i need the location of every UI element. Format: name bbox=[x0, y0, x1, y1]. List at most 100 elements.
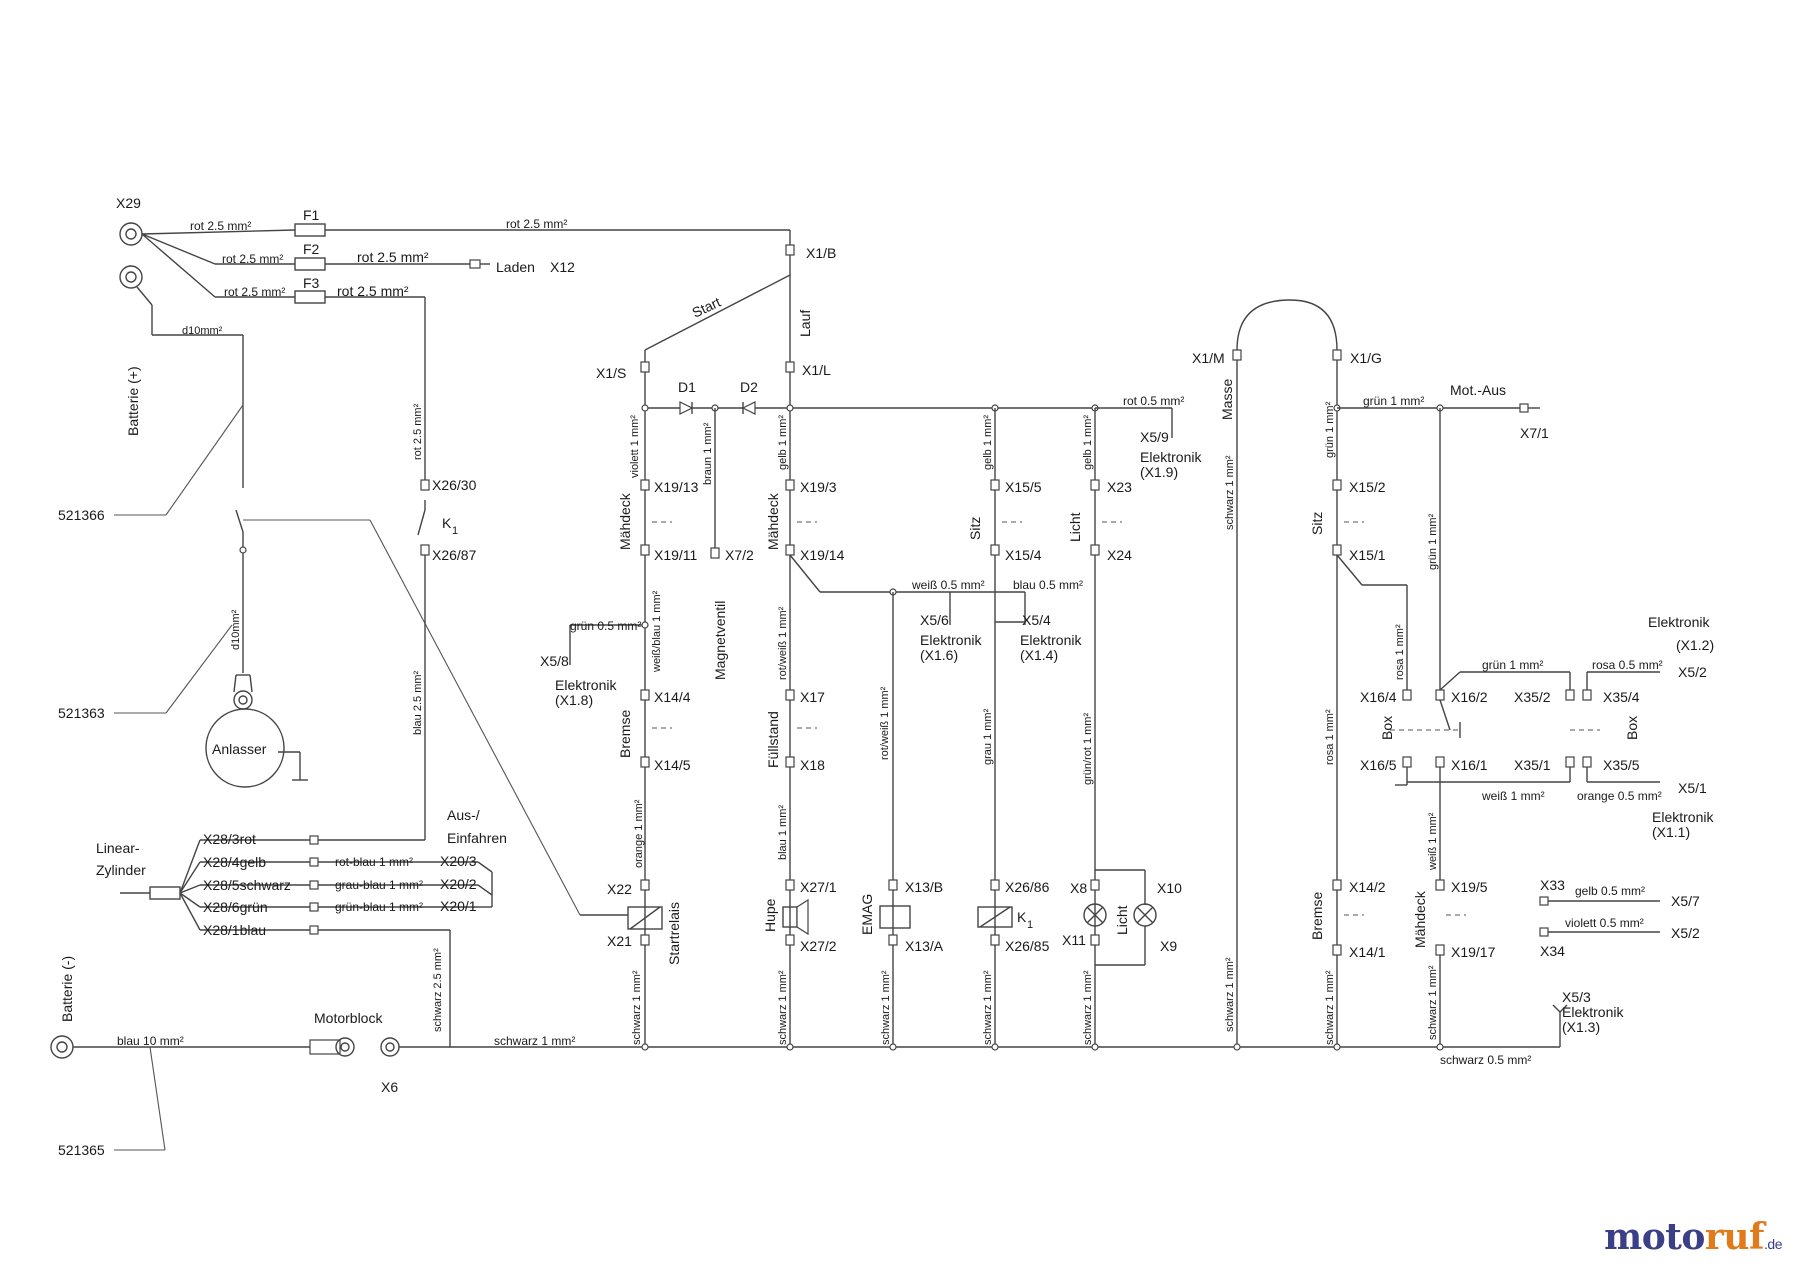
label-x23: X23 bbox=[1107, 479, 1132, 495]
label-bremse-2: Bremse bbox=[1309, 892, 1325, 940]
label-x19-3: X19/3 bbox=[800, 479, 837, 495]
label-x15-1: X15/1 bbox=[1349, 547, 1386, 563]
column-box-maehdeck: grün 1 mm² X16/4 X16/2 Box X16/5 X16/1 g… bbox=[1360, 404, 1714, 1051]
label-elektronik-x14: Elektronik bbox=[1020, 632, 1082, 648]
wire-label-gruen1-top: grün 1 mm² bbox=[1363, 394, 1424, 408]
ground-bus: Batterie (-) blau 10 mm² Motorblock X6 s… bbox=[50, 956, 1568, 1158]
label-x16-2: X16/2 bbox=[1451, 689, 1488, 705]
label-x18p: (X1.8) bbox=[555, 692, 593, 708]
label-x1m: X1/M bbox=[1192, 350, 1225, 366]
fuse-f2 bbox=[294, 257, 326, 271]
column-maehdeck-2: gelb 1 mm² X19/3 X19/14 Mähdeck rot/weiß… bbox=[762, 415, 1025, 1051]
label-x15-2: X15/2 bbox=[1349, 479, 1386, 495]
label-x1g: X1/G bbox=[1350, 350, 1382, 366]
wire-label-rot05: rot 0.5 mm² bbox=[1123, 394, 1184, 408]
wire-label-rot25-b: rot 2.5 mm² bbox=[222, 252, 283, 266]
wire-label-schwarz1-c5: schwarz 1 mm² bbox=[1082, 970, 1094, 1045]
label-x5-1: X5/1 bbox=[1678, 780, 1707, 796]
wire-label-rosa1-a: rosa 1 mm² bbox=[1394, 624, 1406, 680]
label-x19p: (X1.9) bbox=[1140, 464, 1178, 480]
label-x5-7: X5/7 bbox=[1671, 893, 1700, 909]
fuse-f1 bbox=[294, 223, 326, 237]
label-x5-3: X5/3 bbox=[1562, 989, 1591, 1005]
wire-label-weiss05: weiß 0.5 mm² bbox=[911, 578, 985, 592]
wire-label-schwarz25: schwarz 2.5 mm² bbox=[432, 948, 444, 1032]
label-x19-11: X19/11 bbox=[654, 547, 698, 563]
wire-label-graublau: grau-blau 1 mm² bbox=[335, 878, 423, 892]
label-x13a: X13/A bbox=[905, 938, 944, 954]
label-k1-coil-sub: 1 bbox=[1027, 919, 1033, 931]
column-emag: weiß 0.5 mm² blau 0.5 mm² X5/6 Elektroni… bbox=[859, 578, 1083, 1051]
label-batterie-plus: Batterie (+) bbox=[125, 366, 141, 436]
label-x10: X10 bbox=[1157, 880, 1182, 896]
label-x12p: (X1.2) bbox=[1676, 637, 1714, 653]
label-fuellstand: Füllstand bbox=[765, 711, 781, 768]
label-x35-2: X35/2 bbox=[1514, 689, 1551, 705]
label-startrelais: Startrelais bbox=[666, 902, 682, 965]
label-x26-86: X26/86 bbox=[1005, 879, 1050, 895]
wire-label-rotweiss-emag: rot/weiß 1 mm² bbox=[879, 686, 891, 760]
label-x28-6: X28/6grün bbox=[203, 899, 268, 915]
label-elektronik-x11: Elektronik bbox=[1652, 809, 1714, 825]
label-x27-1: X27/1 bbox=[800, 879, 837, 895]
brand-logo: motoruf.de bbox=[1604, 1216, 1782, 1258]
label-x1s: X1/S bbox=[596, 365, 626, 381]
wire-label-gruen1-sitz: grün 1 mm² bbox=[1324, 401, 1336, 458]
wire-label-schwarz1-c3: schwarz 1 mm² bbox=[880, 970, 892, 1045]
label-x14-4: X14/4 bbox=[654, 689, 691, 705]
relay-k1-main: X26/30 K 1 X26/87 blau 2.5 mm² bbox=[310, 477, 477, 841]
wire-label-weiss1-vert: weiß 1 mm² bbox=[1427, 812, 1439, 871]
relay-k1-coil bbox=[977, 906, 1013, 928]
wire-label-blau1: blau 1 mm² bbox=[777, 805, 789, 860]
label-elektronik-x12: Elektronik bbox=[1648, 614, 1710, 630]
label-x14-1: X14/1 bbox=[1349, 944, 1386, 960]
label-elektronik-x16: Elektronik bbox=[920, 632, 982, 648]
label-mot-aus: Mot.-Aus bbox=[1450, 382, 1506, 398]
label-x5-8: X5/8 bbox=[540, 653, 569, 669]
start-relay bbox=[627, 906, 663, 930]
wire-label-blau10: blau 10 mm² bbox=[117, 1034, 184, 1048]
label-x1b: X1/B bbox=[806, 245, 836, 261]
wire-label-schwarz05-bus: schwarz 0.5 mm² bbox=[1440, 1053, 1531, 1067]
label-x9: X9 bbox=[1160, 938, 1177, 954]
wire-label-rotblau: rot-blau 1 mm² bbox=[335, 855, 413, 869]
wire-label-rot25-a: rot 2.5 mm² bbox=[190, 219, 251, 233]
label-x15-5: X15/5 bbox=[1005, 479, 1042, 495]
label-x16-1: X16/1 bbox=[1451, 757, 1488, 773]
label-x6: X6 bbox=[381, 1079, 398, 1095]
label-k1-main-sub: 1 bbox=[452, 525, 458, 537]
label-aus: Aus-/ bbox=[447, 807, 480, 823]
label-x20-2: X20/2 bbox=[440, 876, 477, 892]
wire-label-blau05: blau 0.5 mm² bbox=[1013, 578, 1083, 592]
label-x1l: X1/L bbox=[802, 362, 831, 378]
label-x26-85: X26/85 bbox=[1005, 938, 1050, 954]
label-x26-87: X26/87 bbox=[432, 547, 477, 563]
label-elektronik-x18: Elektronik bbox=[555, 677, 617, 693]
label-emag: EMAG bbox=[859, 894, 875, 935]
wire-label-schwarz1-bus: schwarz 1 mm² bbox=[494, 1034, 575, 1048]
column-sitz-k1: gelb 1 mm² X15/5 X15/4 Sitz grau 1 mm² X… bbox=[967, 404, 1050, 1051]
label-x26-30: X26/30 bbox=[432, 477, 477, 493]
label-f2: F2 bbox=[303, 241, 320, 257]
wire-label-gelb1: gelb 1 mm² bbox=[777, 415, 789, 470]
label-batterie-minus: Batterie (-) bbox=[59, 956, 75, 1022]
label-maehdeck-2: Mähdeck bbox=[765, 492, 781, 550]
label-521366: 521366 bbox=[58, 507, 105, 523]
wire-label-gruenrot1: grün/rot 1 mm² bbox=[1082, 713, 1094, 785]
emag-coil bbox=[879, 905, 911, 929]
label-x11: X11 bbox=[1062, 932, 1086, 948]
masse-loop: X1/M Masse X1/G schwarz 1 mm² schwarz 1 … bbox=[1192, 299, 1382, 1051]
label-x5-4: X5/4 bbox=[1022, 612, 1051, 628]
wire-label-braun1: braun 1 mm² bbox=[702, 422, 714, 485]
label-x5-2-top: X5/2 bbox=[1678, 664, 1707, 680]
label-laden: Laden bbox=[496, 259, 535, 275]
lamp-left bbox=[1083, 903, 1107, 927]
label-x5-6: X5/6 bbox=[920, 612, 949, 628]
label-x17: X17 bbox=[800, 689, 825, 705]
label-zylinder: Zylinder bbox=[96, 862, 146, 878]
label-x19-14: X19/14 bbox=[800, 547, 845, 563]
wire-label-violett05: violett 0.5 mm² bbox=[1565, 916, 1644, 930]
label-x24: X24 bbox=[1107, 547, 1132, 563]
wire-label-gruen05: grün 0.5 mm² bbox=[570, 619, 641, 633]
